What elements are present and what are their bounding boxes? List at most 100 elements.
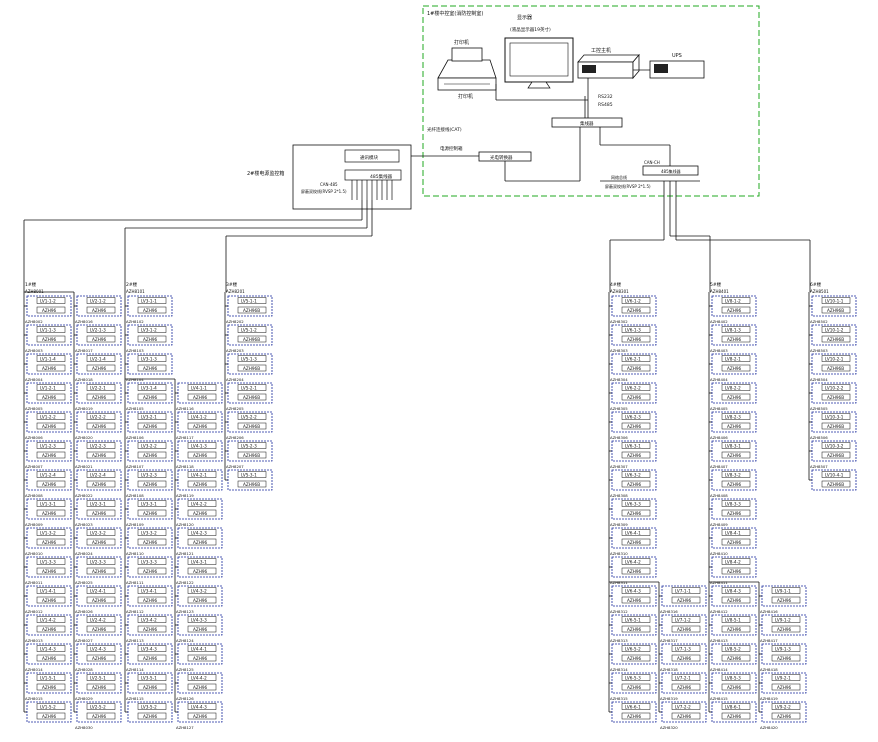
module-label: LV6-4-1: [625, 530, 641, 535]
address-label: AZH8205: [226, 406, 244, 411]
module-model: AZH96: [42, 598, 57, 603]
address-label: AZH8113: [126, 638, 144, 643]
address-label: AZH8104: [126, 377, 144, 382]
module-model: AZH96: [627, 540, 642, 545]
address-label: AZH8312: [610, 609, 628, 614]
module-model: AZH96: [42, 395, 57, 400]
module-model: AZH96: [727, 627, 742, 632]
module-model: AZH96: [42, 714, 57, 719]
module-model: AZH96: [193, 598, 208, 603]
printer-label: 打印机: [454, 39, 469, 46]
module-model: AZH96: [92, 685, 107, 690]
module-label: LV8-3-2: [725, 472, 741, 477]
monitor-icon: [504, 37, 574, 89]
module-label: LV9-2-1: [775, 675, 791, 680]
module-label: LV4-3-3: [191, 617, 207, 622]
printer-caption: 打印机: [458, 93, 473, 100]
module-label: LV6-1-2: [625, 298, 641, 303]
module-model: AZH96: [677, 656, 692, 661]
address-label: AZH8124: [176, 638, 194, 643]
module-label: LV1-4-3: [40, 646, 56, 651]
module-label: LV2-3-2: [90, 530, 106, 535]
module-model: AZH96: [627, 627, 642, 632]
module-model: AZH96: [727, 395, 742, 400]
address-label: AZH8306: [610, 435, 628, 440]
module-label: LV4-2-1: [191, 472, 207, 477]
module-model: AZH96: [143, 714, 158, 719]
module-model: AZH96B: [827, 337, 844, 342]
module-model: AZH96: [143, 598, 158, 603]
module-label: LV9-1-3: [775, 646, 791, 651]
hub-label: 集线器: [580, 120, 594, 127]
address-label: AZH8108: [126, 493, 144, 498]
module-model: AZH96: [627, 511, 642, 516]
module-label: LV3-1-4: [141, 385, 157, 390]
module-label: LV6-3-1: [625, 443, 641, 448]
module-label: LV8-6-1: [725, 704, 741, 709]
address-label: AZH8412: [710, 609, 728, 614]
address-label: AZH8014: [25, 667, 43, 672]
module-label: LV1-1-3: [40, 327, 56, 332]
module-label: LV2-2-2: [90, 414, 106, 419]
address-label: AZH8207: [226, 464, 244, 469]
address-label: AZH8503: [810, 348, 828, 353]
module-model: AZH96: [677, 714, 692, 719]
feeder-groups: 1#楼AZH8001LV1-1-2AZH96AZH8002LV1-1-3AZH9…: [23, 281, 857, 730]
module-label: LV5-1-2: [241, 327, 257, 332]
group-title: 1#楼: [25, 281, 37, 288]
left-panel-title: 2#楼电源监控箱: [247, 170, 284, 177]
host-label: 工控主机: [591, 47, 611, 54]
control-room-border: [422, 5, 760, 197]
module-label: LV2-1-4: [90, 356, 106, 361]
module-model: AZH96: [627, 395, 642, 400]
module-model: AZH96: [92, 424, 107, 429]
address-label: AZH8010: [25, 551, 43, 556]
module-model: AZH96: [42, 308, 57, 313]
group-sub: AZH8301: [610, 289, 629, 294]
module-label: LV1-2-4: [40, 472, 56, 477]
module-model: AZH96: [193, 540, 208, 545]
module-model: AZH96: [42, 453, 57, 458]
left-panel-ports: [351, 180, 393, 200]
module-label: LV4-4-1: [191, 646, 207, 651]
module-model: AZH96: [92, 714, 107, 719]
left-panel-box-a-label: 通讯模块: [360, 154, 378, 161]
module-model: AZH96: [143, 540, 158, 545]
address-label: AZH8419: [760, 696, 778, 701]
module-label: LV6-2-3: [625, 414, 641, 419]
address-label: AZH8116: [176, 406, 194, 411]
module-model: AZH96: [727, 598, 742, 603]
module-label: LV8-2-3: [725, 414, 741, 419]
module-label: LV6-3-3: [625, 501, 641, 506]
printer-icon: [437, 47, 497, 91]
module-model: AZH96: [627, 337, 642, 342]
address-label: AZH8316: [660, 609, 678, 614]
module-label: LV2-1-3: [90, 327, 106, 332]
module-model: AZH96: [42, 685, 57, 690]
module-model: AZH96: [92, 627, 107, 632]
module-label: LV4-2-3: [191, 530, 207, 535]
module-label: LV3-5-1: [141, 675, 157, 680]
address-label: AZH8024: [75, 551, 93, 556]
address-label: AZH8125: [176, 667, 194, 672]
address-label: AZH8406: [710, 435, 728, 440]
module-model: AZH96B: [243, 308, 260, 313]
